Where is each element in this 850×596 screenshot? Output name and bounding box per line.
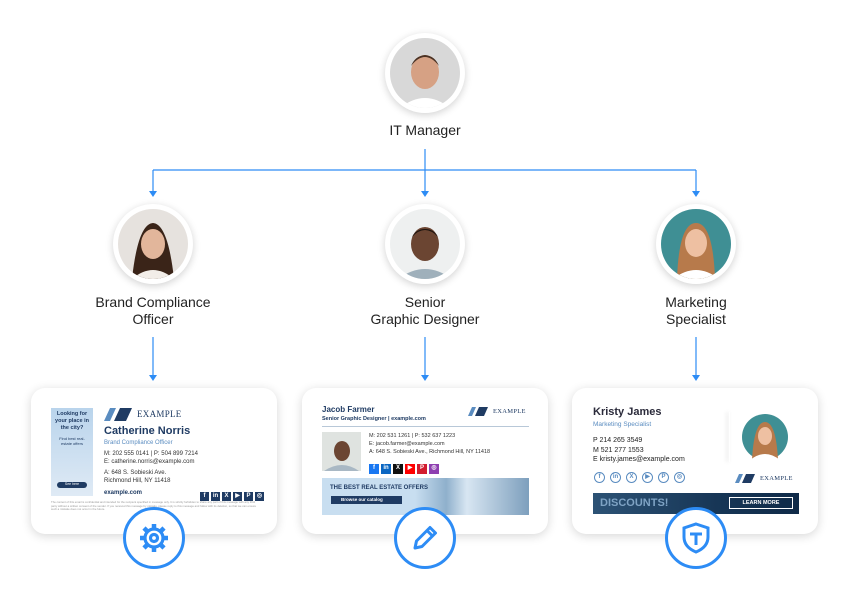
avatar-it-manager [385,33,465,113]
role-it-manager: IT Manager [389,122,461,138]
company-logo: EXAMPLE [735,474,793,483]
promo-banner[interactable]: DISCOUNTS! LEARN MORE [593,493,799,514]
settings-badge[interactable] [123,507,185,569]
arrow-head [421,375,429,381]
pencil-icon [413,526,437,550]
edit-badge[interactable] [394,507,456,569]
arrow-head [692,375,700,381]
avatar-graphic-designer [385,204,465,284]
gear-icon [140,524,168,552]
divider [729,412,730,462]
arrow-head [149,191,157,197]
sig-name: Catherine Norris [104,425,191,437]
website-link[interactable]: example.com [104,490,143,496]
avatar-marketing-specialist [656,204,736,284]
arrow-head [692,191,700,197]
promo-banner[interactable]: THE BEST REAL ESTATE OFFERS Browse our c… [322,478,529,515]
see-here-button[interactable]: See here [57,482,87,488]
shield-icon [682,522,710,554]
security-badge[interactable] [665,507,727,569]
avatar-brand-compliance [113,204,193,284]
company-logo: EXAMPLE [468,407,526,416]
learn-more-button[interactable]: LEARN MORE [729,497,793,509]
browse-catalog-button[interactable]: Browse our catalog [331,496,402,504]
side-banner: Looking for your place in the city? Find… [51,408,93,496]
kristy-photo [742,414,788,460]
arrow-head [421,191,429,197]
arrow-head [149,375,157,381]
jacob-photo [322,432,361,471]
divider [322,426,529,427]
company-logo: EXAMPLE [104,408,182,421]
